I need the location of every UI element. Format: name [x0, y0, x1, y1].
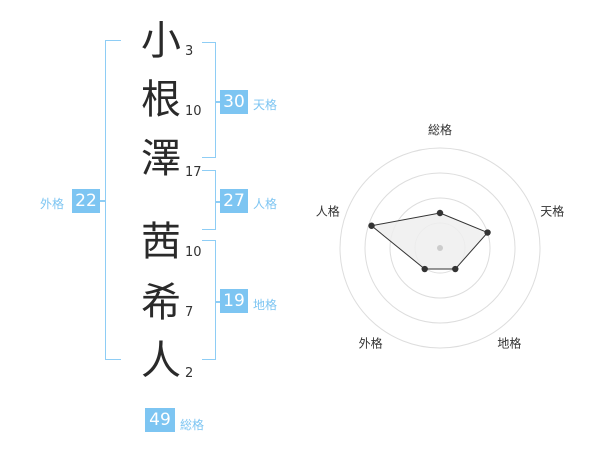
- stroke-count-2: 10: [185, 104, 202, 119]
- radar-point: [452, 265, 459, 273]
- chikaku-bracket-tick: [215, 301, 221, 303]
- radar-axis-label: 人格: [316, 204, 340, 219]
- tenkaku-bracket: [202, 42, 216, 158]
- stroke-count-4: 10: [185, 245, 202, 260]
- tenkaku-value: 30: [220, 90, 248, 114]
- radar-point: [436, 209, 444, 217]
- name-char-1: 小: [141, 18, 181, 64]
- name-char-4: 茜: [141, 219, 181, 265]
- stroke-count-6: 2: [185, 366, 194, 381]
- radar-point: [368, 222, 375, 229]
- radar-axis-label: 地格: [497, 335, 521, 350]
- name-char-5: 希: [141, 280, 181, 326]
- radar-point: [484, 229, 491, 236]
- jinkaku-label: 人格: [253, 197, 278, 211]
- jinkaku-bracket: [202, 170, 216, 230]
- stroke-count-1: 3: [185, 44, 194, 59]
- gaikaku-label: 外格: [40, 197, 65, 211]
- radar-ring: [389, 197, 491, 299]
- chikaku-value: 19: [220, 289, 248, 313]
- name-char-6: 人: [141, 338, 181, 384]
- name-char-2: 根: [141, 77, 181, 123]
- soukaku-value: 49: [145, 408, 175, 432]
- tenkaku-label: 天格: [253, 98, 278, 112]
- radar-series-polygon: [370, 212, 489, 270]
- stroke-count-3: 17: [185, 165, 202, 180]
- gaikaku-bracket-tick: [100, 200, 106, 202]
- tenkaku-bracket-tick: [215, 101, 221, 103]
- radar-center-dot: [437, 245, 443, 251]
- radar-axis-label: 外格: [359, 335, 383, 350]
- gaikaku-value: 22: [72, 189, 100, 213]
- radar-axis-label: 天格: [540, 204, 564, 219]
- jinkaku-value: 27: [220, 189, 248, 213]
- chikaku-label: 地格: [253, 298, 278, 312]
- radar-axis-label: 総格: [428, 122, 452, 137]
- name-char-3: 澤: [141, 136, 181, 182]
- radar-point: [421, 265, 428, 273]
- soukaku-label: 総格: [180, 418, 205, 432]
- stroke-count-5: 7: [185, 305, 194, 320]
- jinkaku-bracket-tick: [215, 201, 221, 203]
- radar-ring: [339, 147, 541, 349]
- chikaku-bracket: [202, 240, 216, 360]
- radar-ring: [364, 172, 516, 324]
